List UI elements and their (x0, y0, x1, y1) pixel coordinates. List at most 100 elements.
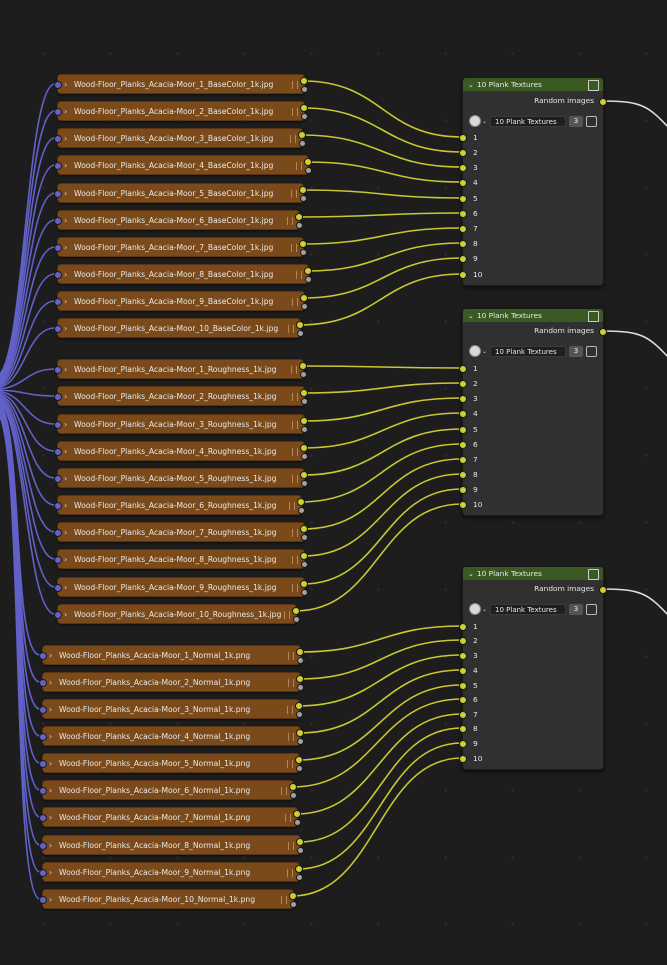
group-input-socket[interactable] (459, 380, 467, 388)
group-input-socket[interactable] (459, 134, 467, 142)
image-texture-node[interactable]: ›Wood-Floor_Planks_Acacia-Moor_10_BaseCo… (54, 318, 304, 338)
group-input-socket[interactable] (459, 149, 467, 157)
vector-link[interactable] (0, 396, 56, 533)
group-input-socket[interactable] (459, 395, 467, 403)
group-input-socket[interactable] (459, 210, 467, 218)
output-link[interactable] (603, 100, 667, 131)
user-count[interactable]: 3 (569, 345, 584, 357)
image-texture-node[interactable]: ›Wood-Floor_Planks_Acacia-Moor_8_BaseCol… (54, 264, 312, 284)
color-output-socket[interactable] (296, 838, 304, 846)
alpha-output-socket[interactable] (300, 249, 307, 256)
color-link[interactable] (302, 80, 463, 138)
expand-chevron-icon[interactable]: › (49, 812, 53, 822)
vector-link[interactable] (0, 394, 56, 479)
color-link[interactable] (300, 134, 463, 168)
alpha-output-socket[interactable] (297, 847, 304, 854)
image-texture-node[interactable]: ›Wood-Floor_Planks_Acacia-Moor_1_Roughne… (54, 359, 307, 379)
expand-chevron-icon[interactable]: › (64, 242, 68, 252)
vector-link[interactable] (0, 399, 56, 588)
vector-input-socket[interactable] (54, 556, 62, 564)
group-name-field[interactable]: 10 Plank Textures (490, 115, 567, 127)
alpha-output-socket[interactable] (301, 113, 308, 120)
image-texture-node[interactable]: ›Wood-Floor_Planks_Acacia-Moor_2_Roughne… (54, 386, 308, 406)
color-link[interactable] (301, 365, 463, 369)
image-texture-node[interactable]: ›Wood-Floor_Planks_Acacia-Moor_4_Normal_… (39, 726, 304, 746)
image-texture-node[interactable]: ›Wood-Floor_Planks_Acacia-Moor_6_BaseCol… (54, 210, 303, 230)
image-texture-node[interactable]: ›Wood-Floor_Planks_Acacia-Moor_10_Normal… (39, 889, 297, 909)
color-link[interactable] (297, 212, 463, 218)
vector-input-socket[interactable] (54, 448, 62, 456)
user-count[interactable]: 3 (569, 603, 584, 615)
color-link[interactable] (297, 654, 463, 707)
vector-link[interactable] (0, 327, 56, 388)
group-input-socket[interactable] (459, 225, 467, 233)
node-header[interactable]: ⌄10 Plank Textures (463, 309, 603, 322)
vector-input-socket[interactable] (54, 162, 62, 170)
group-name-field[interactable]: 10 Plank Textures (490, 345, 567, 357)
expand-chevron-icon[interactable]: › (64, 215, 68, 225)
group-input-socket[interactable] (459, 725, 467, 733)
vector-link[interactable] (0, 395, 56, 506)
vector-input-socket[interactable] (39, 733, 47, 741)
image-texture-node[interactable]: ›Wood-Floor_Planks_Acacia-Moor_6_Roughne… (54, 495, 305, 515)
user-count[interactable]: 3 (569, 115, 584, 127)
vector-input-socket[interactable] (39, 760, 47, 768)
node-header[interactable]: ⌄10 Plank Textures (463, 78, 603, 91)
color-output-socket[interactable] (295, 756, 303, 764)
vector-input-socket[interactable] (39, 842, 47, 850)
random-images-output-socket[interactable] (599, 98, 607, 106)
group-input-socket[interactable] (459, 240, 467, 248)
image-texture-node[interactable]: ›Wood-Floor_Planks_Acacia-Moor_2_BaseCol… (54, 101, 308, 121)
color-link[interactable] (302, 107, 463, 153)
color-link[interactable] (291, 698, 463, 788)
color-output-socket[interactable] (300, 552, 308, 560)
image-texture-node[interactable]: ›Wood-Floor_Planks_Acacia-Moor_8_Roughne… (54, 549, 308, 569)
group-input-socket[interactable] (459, 637, 467, 645)
image-texture-node[interactable]: ›Wood-Floor_Planks_Acacia-Moor_3_Roughne… (54, 414, 308, 434)
image-texture-node[interactable]: ›Wood-Floor_Planks_Acacia-Moor_1_BaseCol… (54, 74, 308, 94)
color-link[interactable] (297, 684, 463, 761)
expand-chevron-icon[interactable]: › (64, 133, 68, 143)
expand-chevron-icon[interactable]: › (49, 704, 53, 714)
expand-chevron-icon[interactable]: › (49, 677, 53, 687)
vector-link[interactable] (0, 391, 56, 425)
expand-chevron-icon[interactable]: › (64, 609, 68, 619)
alpha-output-socket[interactable] (301, 561, 308, 568)
image-texture-node[interactable]: ›Wood-Floor_Planks_Acacia-Moor_7_BaseCol… (54, 237, 307, 257)
color-link[interactable] (298, 625, 463, 653)
alpha-output-socket[interactable] (299, 140, 306, 147)
image-texture-node[interactable]: ›Wood-Floor_Planks_Acacia-Moor_2_Normal_… (39, 672, 304, 692)
expand-chevron-icon[interactable]: › (64, 106, 68, 116)
alpha-output-socket[interactable] (301, 453, 308, 460)
color-link[interactable] (302, 428, 463, 476)
fake-user-shield-icon[interactable] (586, 115, 598, 127)
vector-input-socket[interactable] (54, 475, 62, 483)
color-output-socket[interactable] (298, 131, 306, 139)
node-group-icon[interactable] (588, 569, 599, 580)
color-output-socket[interactable] (297, 498, 305, 506)
color-output-socket[interactable] (296, 729, 304, 737)
group-input-socket[interactable] (459, 441, 467, 449)
group-input-socket[interactable] (459, 652, 467, 660)
vector-input-socket[interactable] (39, 896, 47, 904)
color-link[interactable] (299, 443, 463, 503)
vector-link[interactable] (0, 192, 56, 382)
alpha-output-socket[interactable] (297, 738, 304, 745)
vector-input-socket[interactable] (54, 529, 62, 537)
expand-chevron-icon[interactable]: › (49, 731, 53, 741)
node-tree-icon[interactable] (469, 345, 481, 357)
image-texture-node[interactable]: ›Wood-Floor_Planks_Acacia-Moor_9_Normal_… (39, 862, 303, 882)
color-link[interactable] (301, 227, 463, 245)
expand-chevron-icon[interactable]: › (64, 554, 68, 564)
color-output-socket[interactable] (300, 417, 308, 425)
color-output-socket[interactable] (300, 471, 308, 479)
node-header[interactable]: ⌄10 Plank Textures (463, 567, 603, 580)
expand-chevron-icon[interactable]: › (49, 840, 53, 850)
color-link[interactable] (298, 727, 463, 843)
vector-link[interactable] (0, 137, 56, 379)
group-input-socket[interactable] (459, 365, 467, 373)
vector-input-socket[interactable] (54, 217, 62, 225)
alpha-output-socket[interactable] (301, 86, 308, 93)
group-input-socket[interactable] (459, 456, 467, 464)
vector-link[interactable] (0, 412, 41, 900)
